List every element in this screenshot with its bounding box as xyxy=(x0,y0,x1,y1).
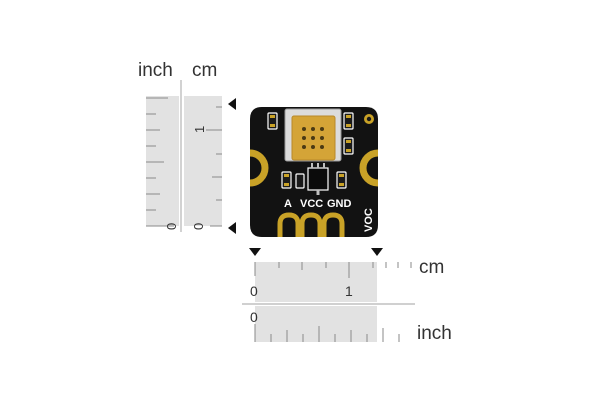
mounting-hole-center xyxy=(366,116,372,122)
pin-label-vcc: VCC xyxy=(300,198,323,210)
smd-components xyxy=(267,112,354,195)
regulator-ic xyxy=(307,167,329,191)
pin-label-gnd: GND xyxy=(327,198,352,210)
horizontal-ruler-ticks xyxy=(254,262,412,342)
right-edge-pad xyxy=(359,149,379,187)
capacitor-left-cap-a xyxy=(284,174,289,177)
horizontal-ruler-cm-tick-1: 1 xyxy=(345,283,353,299)
arrow-down-left-icon xyxy=(249,248,261,256)
dimension-markers xyxy=(228,98,383,256)
resistor-top-left-cap-b xyxy=(270,124,275,127)
vertical-ruler-unit-inch: inch xyxy=(138,60,173,81)
arrow-left-bottom-icon xyxy=(228,222,236,234)
vertical-ruler: inch cm 0 0 1 xyxy=(138,60,222,232)
vertical-ruler-ticks xyxy=(146,97,222,227)
resistor-top-left-cap-a xyxy=(270,115,275,118)
pin-pad-a xyxy=(277,212,301,237)
arrow-left-top-icon xyxy=(228,98,236,110)
resistor-mid-right-cap-b xyxy=(346,149,351,152)
horizontal-ruler-unit-cm: cm xyxy=(419,257,444,278)
capacitor-right-cap-a xyxy=(339,174,344,177)
vertical-ruler-cm-tick-1: 1 xyxy=(192,126,207,133)
board-side-label: VOC xyxy=(363,208,375,232)
pin-pad-vcc xyxy=(299,212,323,237)
vertical-ruler-unit-cm: cm xyxy=(192,60,217,81)
capacitor-right-cap-b xyxy=(339,183,344,186)
pin-pad-gnd xyxy=(321,212,345,237)
vertical-ruler-cm-band xyxy=(184,96,222,226)
arrow-down-right-icon xyxy=(371,248,383,256)
vertical-ruler-cm-tick-0: 0 xyxy=(191,223,206,230)
pin-label-a: A xyxy=(284,198,292,210)
resistor-mid-right-cap-a xyxy=(346,140,351,143)
resistor-top-right-cap-b xyxy=(346,124,351,127)
resistor-top-right-cap-a xyxy=(346,115,351,118)
left-edge-pad xyxy=(249,149,269,187)
capacitor-left-cap-b xyxy=(284,183,289,186)
horizontal-ruler: cm inch 0 1 0 xyxy=(242,257,452,344)
horizontal-ruler-inch-band xyxy=(255,306,377,342)
vertical-ruler-inch-band xyxy=(146,96,179,226)
horizontal-ruler-inch-tick-0: 0 xyxy=(250,309,258,325)
sensor-board: A VCC GND VOC xyxy=(249,107,379,237)
horizontal-ruler-cm-band xyxy=(255,262,377,302)
horizontal-ruler-cm-tick-0: 0 xyxy=(250,283,258,299)
capacitor-middle xyxy=(295,173,305,189)
sensor-vent-grid-icon xyxy=(302,127,324,149)
horizontal-ruler-unit-inch: inch xyxy=(417,323,452,344)
vertical-ruler-inch-tick-0: 0 xyxy=(164,223,179,230)
board-pins xyxy=(277,212,345,237)
